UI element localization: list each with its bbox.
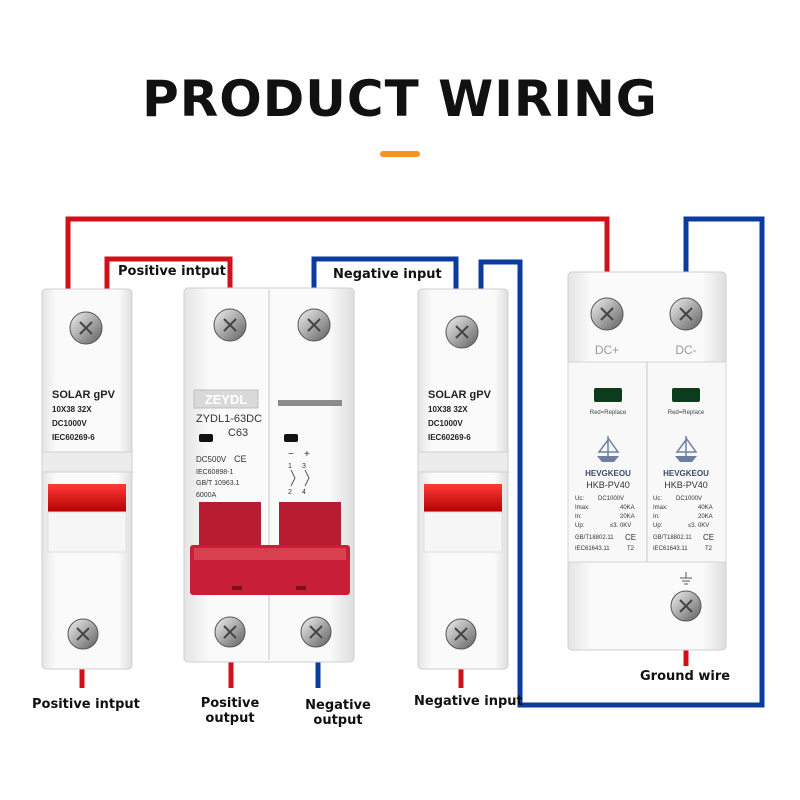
fuse-voltage: DC1000V — [428, 419, 463, 428]
spd-up-label: Up: — [575, 523, 585, 529]
label-positive-input-top: Positive intput — [118, 264, 226, 279]
spd-in-value: 20KA — [620, 514, 635, 520]
label-negative-input-top: Negative input — [333, 267, 442, 282]
spd-brand: HEVGKEOU — [585, 469, 631, 478]
screw-icon — [670, 590, 702, 622]
page-title: PRODUCT WIRING — [142, 70, 658, 128]
spd-standard-2: IEC61643.11 — [575, 546, 610, 552]
spd-standard-1: GB/T18802.11 — [653, 535, 692, 541]
positive-input-wire — [104, 256, 233, 304]
label-positive-output: Positive output — [190, 696, 270, 726]
spd-up-value: ≤3. 0KV — [688, 523, 709, 529]
terminal-dc-plus: DC+ — [595, 343, 619, 357]
label-positive-input-bottom: Positive intput — [32, 697, 140, 712]
fuse-brand: SOLAR gPV — [428, 389, 492, 401]
breaker-minus: − — [288, 449, 294, 460]
screw-icon — [213, 308, 247, 342]
breaker-standard-1: IEC60898-1 — [196, 469, 233, 476]
ship-logo-icon — [675, 436, 698, 462]
spd-type: T2 — [627, 546, 635, 552]
breaker-model: ZYDL1-63DC — [196, 413, 262, 425]
status-window — [672, 388, 700, 402]
label-line: output — [205, 711, 255, 726]
spd-ce-mark: CE — [703, 533, 714, 542]
screw-icon — [669, 297, 703, 331]
breaker-voltage: DC500V — [196, 455, 227, 464]
screw-icon — [297, 308, 331, 342]
spd-standard-1: GB/T18802.11 — [575, 535, 614, 541]
spd-uc-label: Uc: — [575, 496, 584, 502]
dc-circuit-breaker: ZEYDL ZYDL1-63DC C63 DC500V CE IEC60898-… — [183, 287, 355, 663]
label-negative-output: Negative output — [298, 698, 378, 728]
fuse-size: 10X38 32X — [52, 405, 92, 414]
spd-type: T2 — [705, 546, 713, 552]
screw-icon — [69, 311, 103, 345]
spd-imax-label: Imax: — [653, 505, 668, 511]
spd-standard-2: IEC61643.11 — [653, 546, 688, 552]
negative-input-wire — [311, 256, 459, 304]
screw-icon — [445, 618, 477, 650]
screw-icon — [67, 618, 99, 650]
label-negative-input-bottom: Negative input — [414, 694, 523, 709]
fuse-brand: SOLAR gPV — [52, 389, 116, 401]
breaker-brand: ZEYDL — [205, 392, 248, 407]
breaker-standard-2: GB/T 10963.1 — [196, 480, 240, 487]
spd-in-label: In: — [653, 514, 660, 520]
negative-wire-to-spd — [478, 216, 765, 708]
spd-imax-value: 40KA — [698, 505, 713, 511]
breaker-terminal-4: 4 — [302, 489, 306, 496]
breaker-capacity: 6000A — [196, 492, 217, 499]
screw-icon — [214, 616, 246, 648]
spd-up-value: ≤3. 0KV — [610, 523, 631, 529]
spd-imax-value: 40KA — [620, 505, 635, 511]
label-line: Positive — [200, 696, 260, 711]
spd-brand: HEVGKEOU — [663, 469, 709, 478]
spd-up-label: Up: — [653, 523, 663, 529]
ground-symbol-icon — [680, 572, 692, 585]
status-window — [594, 388, 622, 402]
positive-wire-to-spd — [65, 216, 610, 312]
breaker-plus: + — [304, 449, 310, 460]
label-line: output — [313, 713, 363, 728]
surge-protector: DC+ DC- Red=Replace HEVGKEOU HKB-PV40 Uc… — [567, 271, 727, 651]
fuse-standard: IEC60269-6 — [52, 433, 95, 442]
screw-icon — [445, 315, 479, 349]
fuse-holder-right: SOLAR gPV 10X38 32X DC1000V IEC60269-6 — [417, 288, 509, 670]
spd-uc-value: DC1000V — [676, 496, 702, 502]
indicator-note: Red=Replace — [590, 410, 627, 416]
breaker-terminal-2: 2 — [288, 489, 292, 496]
spd-ce-mark: CE — [625, 533, 636, 542]
spd-in-label: In: — [575, 514, 582, 520]
fuse-size: 10X38 32X — [428, 405, 468, 414]
screw-icon — [590, 297, 624, 331]
screw-icon — [300, 616, 332, 648]
fuse-voltage: DC1000V — [52, 419, 87, 428]
indicator-note: Red=Replace — [668, 410, 705, 416]
fuse-standard: IEC60269-6 — [428, 433, 471, 442]
spd-in-value: 20KA — [698, 514, 713, 520]
breaker-terminal-1: 1 — [288, 463, 292, 470]
spd-uc-label: Uc: — [653, 496, 662, 502]
label-line: Negative — [305, 698, 371, 713]
spd-model: HKB-PV40 — [586, 480, 630, 490]
label-ground-wire: Ground wire — [640, 669, 731, 684]
spd-uc-value: DC1000V — [598, 496, 624, 502]
title-underline — [380, 151, 420, 157]
fuse-holder-left: SOLAR gPV 10X38 32X DC1000V IEC60269-6 — [41, 288, 133, 670]
breaker-terminal-3: 3 — [302, 463, 306, 470]
breaker-rating: C63 — [228, 427, 248, 439]
spd-model: HKB-PV40 — [664, 480, 708, 490]
terminal-dc-minus: DC- — [675, 343, 696, 357]
spd-imax-label: Imax: — [575, 505, 590, 511]
breaker-ce-mark: CE — [234, 454, 247, 464]
ship-logo-icon — [597, 436, 620, 462]
breaker-toggle-handle[interactable] — [190, 502, 350, 595]
